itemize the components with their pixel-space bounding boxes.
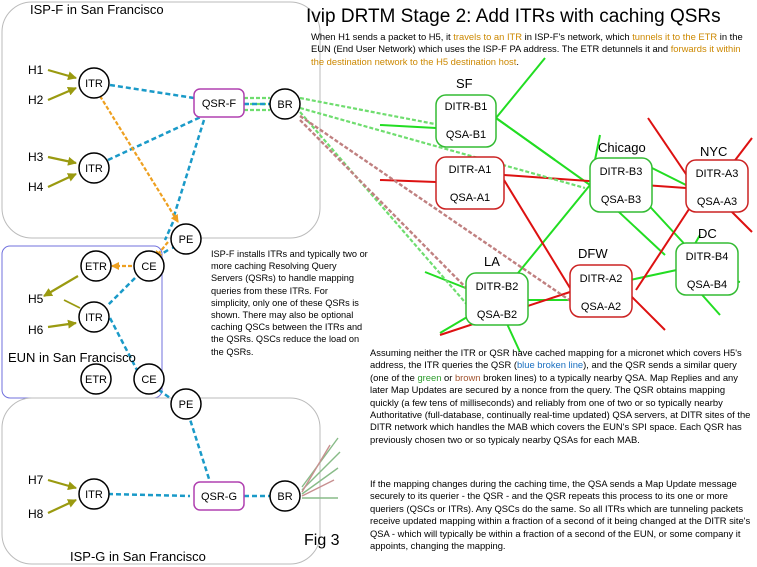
isp-g-br-links-brown xyxy=(301,444,335,497)
host-h8: H8 xyxy=(28,507,44,521)
orange-tunnel-path xyxy=(99,95,179,270)
mapping-change-text: If the mapping changes during the cachin… xyxy=(370,478,751,552)
figure-label: Fig 3 xyxy=(304,532,340,549)
assume-part-3: or xyxy=(441,371,455,383)
host-h5: H5 xyxy=(28,292,44,306)
pe-node-g-label: PE xyxy=(179,399,194,411)
br-node-f-label: BR xyxy=(277,99,292,111)
site-la-qsa: QSA-B2 xyxy=(477,309,517,321)
diagram-title: Ivip DRTM Stage 2: Add ITRs with caching… xyxy=(306,6,721,27)
pe-node-f[interactable]: PE xyxy=(170,223,202,255)
pe-node-f-label: PE xyxy=(179,234,194,246)
intro-highlight-3: forwards it within the destination netwo… xyxy=(311,43,741,67)
site-chicago-qsa: QSA-B3 xyxy=(601,194,641,206)
site-la-ditr: DITR-B2 xyxy=(476,281,519,293)
assume-part-2: ), and the QSR sends a similar query (on… xyxy=(370,359,737,383)
itr-node-eun-label: ITR xyxy=(85,312,103,324)
site-dc-name: DC xyxy=(698,226,717,241)
assume-green: green xyxy=(417,371,442,383)
site-sf-qsa: QSA-B1 xyxy=(446,129,486,141)
itr-node-g[interactable]: ITR xyxy=(78,478,110,510)
host-h6: H6 xyxy=(28,323,44,337)
ce-node-2[interactable]: CE xyxy=(133,363,165,395)
site-sf[interactable]: DITR-B1 QSA-B1 xyxy=(435,94,497,148)
site-chicago[interactable]: DITR-B3 QSA-B3 xyxy=(589,157,653,213)
assume-brown: brown xyxy=(454,371,481,383)
region-eun-title: EUN in San Francisco xyxy=(8,350,136,365)
itr-node-1-label: ITR xyxy=(85,78,103,90)
site-dc[interactable]: DITR-B4 QSA-B4 xyxy=(675,242,739,296)
site-a1[interactable]: DITR-A1 QSA-A1 xyxy=(435,156,505,210)
host-h1: H1 xyxy=(28,63,44,77)
site-a1-qsa: QSA-A1 xyxy=(450,192,490,204)
region-ispf-box xyxy=(1,1,321,239)
ce-node-1[interactable]: CE xyxy=(133,250,165,282)
site-dc-ditr: DITR-B4 xyxy=(686,251,729,263)
br-node-g-label: BR xyxy=(277,491,292,503)
itr-node-2-label: ITR xyxy=(85,163,103,175)
isp-f-note: ISP-F installs ITRs and typically two or… xyxy=(211,249,368,357)
site-nyc-qsa: QSA-A3 xyxy=(697,196,737,208)
site-la-name: LA xyxy=(484,254,500,269)
region-ispg-title: ISP-G in San Francisco xyxy=(70,549,206,564)
intro-part-2: in ISP-F's network, which xyxy=(522,31,633,42)
site-la[interactable]: DITR-B2 QSA-B2 xyxy=(465,272,529,326)
ce-node-2-label: CE xyxy=(141,374,156,386)
etr-node-2[interactable]: ETR xyxy=(80,363,112,395)
itr-node-eun[interactable]: ITR xyxy=(78,301,110,333)
intro-text: When H1 sends a packet to H5, it travels… xyxy=(311,31,753,68)
site-dfw-name: DFW xyxy=(578,246,608,261)
pe-node-g[interactable]: PE xyxy=(170,388,202,420)
h5-link xyxy=(63,299,81,309)
qsr-f-box[interactable]: QSR-F xyxy=(193,88,245,118)
etr-node-1[interactable]: ETR xyxy=(80,250,112,282)
ce-node-1-label: CE xyxy=(141,261,156,273)
brown-query-lines xyxy=(299,115,579,313)
assume-blue: blue broken line xyxy=(516,359,584,371)
intro-highlight-2: tunnels it to the ETR xyxy=(632,31,718,42)
assume-part-1: Assuming neither the ITR or QSR have cac… xyxy=(370,347,742,371)
qsr-g-label: QSR-G xyxy=(201,491,237,503)
site-chicago-ditr: DITR-B3 xyxy=(600,166,643,178)
site-sf-ditr: DITR-B1 xyxy=(445,101,488,113)
blue-query-lines xyxy=(107,83,270,498)
site-nyc[interactable]: DITR-A3 QSA-A3 xyxy=(685,159,749,213)
site-dc-qsa: QSA-B4 xyxy=(687,279,727,291)
site-dfw[interactable]: DITR-A2 QSA-A2 xyxy=(569,264,633,318)
site-nyc-name: NYC xyxy=(700,144,727,159)
site-dfw-qsa: QSA-A2 xyxy=(581,301,621,313)
site-a1-ditr: DITR-A1 xyxy=(449,164,492,176)
site-sf-name: SF xyxy=(456,76,473,91)
itr-node-1[interactable]: ITR xyxy=(78,67,110,99)
intro-part-1: When H1 sends a packet to H5, it xyxy=(311,31,454,42)
host-arrows xyxy=(43,68,79,514)
host-h3: H3 xyxy=(28,150,44,164)
assume-part-4: broken lines) to a typically nearby QSA.… xyxy=(370,371,751,445)
etr-node-2-label: ETR xyxy=(85,374,107,386)
host-h4: H4 xyxy=(28,180,44,194)
red-network-links xyxy=(379,117,753,336)
isp-g-br-links xyxy=(301,437,341,499)
region-eun-title-line1: EUN in San Francisco xyxy=(8,350,136,365)
itr-node-g-label: ITR xyxy=(85,489,103,501)
qsr-g-box[interactable]: QSR-G xyxy=(193,481,245,511)
assumption-text: Assuming neither the ITR or QSR have cac… xyxy=(370,347,756,446)
br-node-g[interactable]: BR xyxy=(269,480,301,512)
site-chicago-name: Chicago xyxy=(598,140,646,155)
host-h7: H7 xyxy=(28,473,44,487)
region-ispf-title: ISP-F in San Francisco xyxy=(30,2,164,17)
site-dfw-ditr: DITR-A2 xyxy=(580,273,623,285)
intro-highlight-1: travels to an ITR xyxy=(453,31,523,42)
qsr-f-label: QSR-F xyxy=(202,98,237,110)
br-node-f[interactable]: BR xyxy=(269,88,301,120)
itr-node-2[interactable]: ITR xyxy=(78,152,110,184)
etr-node-1-label: ETR xyxy=(85,261,107,273)
intro-part-3: in the EUN (End User Network) which uses… xyxy=(311,31,743,55)
site-nyc-ditr: DITR-A3 xyxy=(696,168,739,180)
host-h2: H2 xyxy=(28,93,44,107)
intro-part-4: . xyxy=(516,55,519,67)
